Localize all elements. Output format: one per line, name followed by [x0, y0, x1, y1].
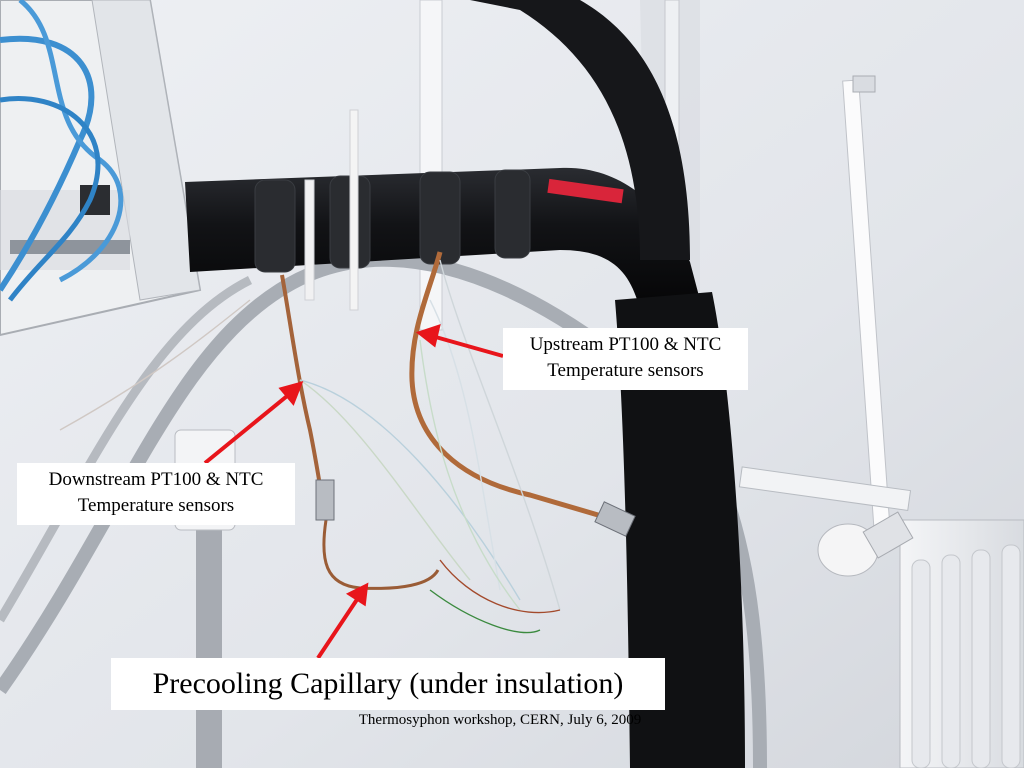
radiator — [899, 519, 1024, 768]
downstream-label-line2: Temperature sensors — [77, 495, 235, 516]
red-tape-marker — [547, 178, 624, 204]
sensor-wires — [59, 259, 561, 634]
insulated-pipe-up — [470, 0, 690, 260]
insulated-pipe-down — [615, 292, 745, 768]
slide-footer: Thermosyphon workshop, CERN, July 6, 200… — [358, 712, 642, 728]
radiator-feed-pipe — [738, 466, 912, 511]
arrow-precooling — [316, 596, 360, 660]
fitting-downstream — [315, 479, 335, 521]
upstream-label-line1: Upstream PT100 & NTC — [529, 334, 722, 355]
grey-vertical-hose — [196, 520, 222, 768]
grey-hose-2 — [0, 275, 253, 623]
cable-tie-2 — [304, 179, 315, 301]
grey-hose — [0, 252, 767, 768]
arrow-upstream-head — [415, 323, 441, 348]
upstream-sensor-label: Upstream PT100 & NTC Temperature sensors — [503, 328, 748, 390]
arrow-precooling-head — [345, 582, 369, 607]
precooling-capillary-label: Precooling Capillary (under insulation) — [111, 658, 665, 710]
arrow-downstream-head — [278, 381, 304, 406]
downstream-sensor-label: Downstream PT100 & NTC Temperature senso… — [17, 463, 295, 525]
cable-tie-1 — [349, 109, 359, 311]
downstream-label-line1: Downstream PT100 & NTC — [48, 469, 264, 490]
tube-end-cap — [852, 75, 876, 93]
arrow-upstream — [431, 334, 504, 358]
upstream-label-line2: Temperature sensors — [547, 360, 704, 381]
copper-capillary-upstream — [409, 251, 616, 523]
blue-hose-3 — [0, 96, 101, 302]
arrow-downstream — [203, 390, 294, 465]
fitting-upstream — [594, 501, 636, 537]
thermostat-valve — [817, 511, 914, 577]
arrows — [203, 323, 504, 660]
